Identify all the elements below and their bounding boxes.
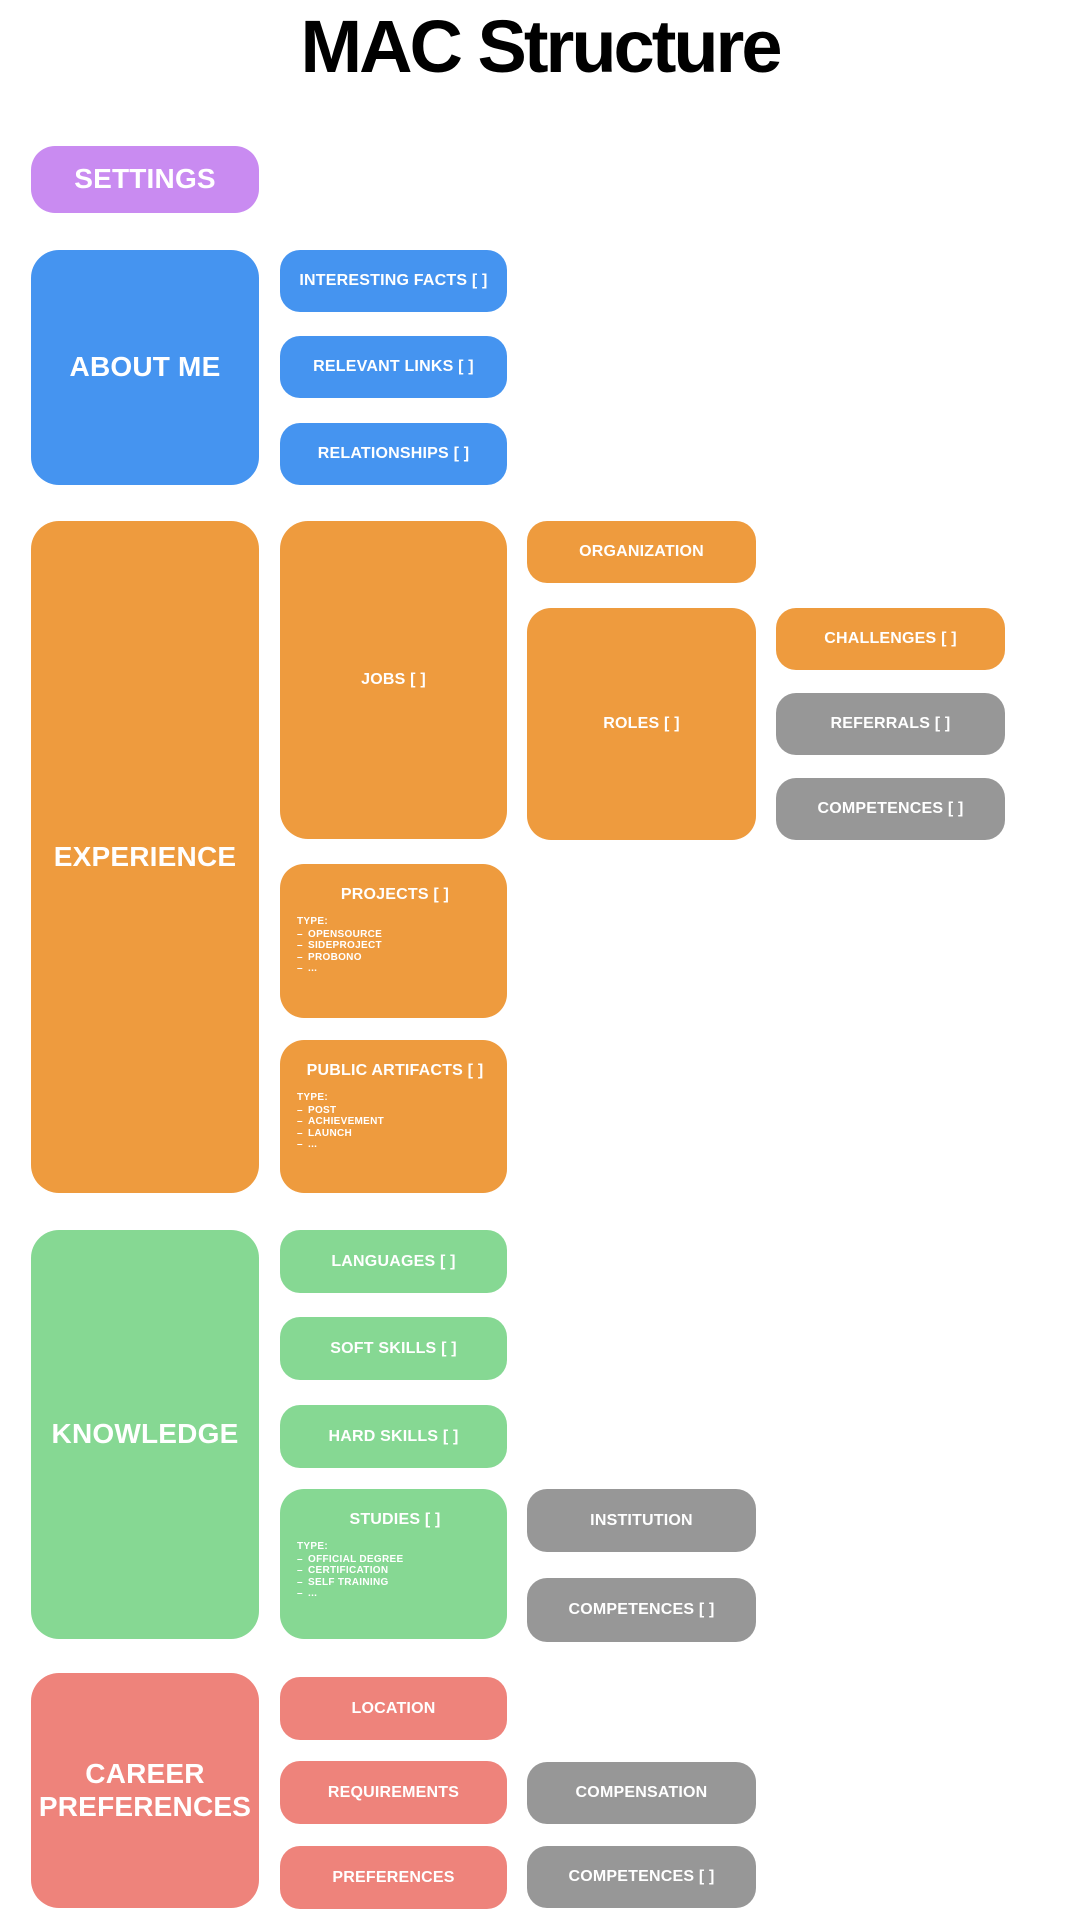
node-relevant-links-label: RELEVANT LINKS [ ] bbox=[313, 358, 474, 375]
dash-bullet: – bbox=[297, 928, 303, 940]
node-referrals-label: REFERRALS [ ] bbox=[830, 715, 951, 732]
node-competences-requirements-label: COMPETENCES [ ] bbox=[568, 1868, 715, 1885]
node-requirements[interactable]: REQUIREMENTS bbox=[280, 1761, 507, 1824]
node-interesting-facts-label: INTERESTING FACTS [ ] bbox=[299, 272, 488, 289]
node-compensation-label: COMPENSATION bbox=[575, 1784, 708, 1801]
node-about-me[interactable]: ABOUT ME bbox=[31, 250, 259, 485]
node-projects-label: PROJECTS [ ] bbox=[340, 886, 450, 903]
projects-type-list: TYPE: –OPENSOURCE –SIDEPROJECT –PROBONO … bbox=[297, 916, 493, 975]
dash-bullet: – bbox=[297, 963, 303, 974]
node-career-preferences[interactable]: CAREER PREFERENCES bbox=[31, 1673, 259, 1908]
type-item: –... bbox=[297, 1139, 493, 1151]
node-settings[interactable]: SETTINGS bbox=[31, 146, 259, 213]
node-knowledge[interactable]: KNOWLEDGE bbox=[31, 1230, 259, 1639]
node-languages-label: LANGUAGES [ ] bbox=[331, 1252, 456, 1270]
node-organization-label: ORGANIZATION bbox=[579, 543, 704, 560]
type-item: –... bbox=[297, 963, 493, 975]
dash-bullet: – bbox=[297, 1104, 303, 1116]
node-jobs-label: JOBS [ ] bbox=[361, 671, 426, 688]
type-item-label: PROBONO bbox=[308, 951, 362, 963]
type-item: –OPENSOURCE bbox=[297, 929, 493, 941]
dash-bullet: – bbox=[297, 951, 303, 963]
node-relevant-links[interactable]: RELEVANT LINKS [ ] bbox=[280, 336, 507, 398]
type-item-label: LAUNCH bbox=[308, 1127, 353, 1139]
node-institution[interactable]: INSTITUTION bbox=[527, 1489, 756, 1552]
type-item: –PROBONO bbox=[297, 952, 493, 964]
page-title: MAC Structure bbox=[300, 5, 782, 88]
type-item-label: ACHIEVEMENT bbox=[308, 1116, 385, 1127]
node-competences-studies-label: COMPETENCES [ ] bbox=[568, 1601, 715, 1618]
type-item-label: ... bbox=[308, 963, 318, 974]
dash-bullet: – bbox=[297, 1565, 303, 1576]
type-item-label: OPENSOURCE bbox=[308, 928, 383, 940]
type-item-label: SELF TRAINING bbox=[308, 1576, 389, 1588]
node-challenges-label: CHALLENGES [ ] bbox=[824, 630, 957, 647]
node-experience-label: EXPERIENCE bbox=[53, 840, 237, 872]
public-artifacts-type-list: TYPE: –POST –ACHIEVEMENT –LAUNCH –... bbox=[297, 1092, 493, 1151]
dash-bullet: – bbox=[297, 1116, 303, 1127]
node-preferences-label: PREFERENCES bbox=[332, 1868, 455, 1886]
type-item-label: SIDEPROJECT bbox=[308, 940, 382, 951]
type-heading: TYPE: bbox=[297, 916, 328, 927]
node-compensation[interactable]: COMPENSATION bbox=[527, 1762, 756, 1824]
dash-bullet: – bbox=[297, 1553, 303, 1565]
node-about-me-label: ABOUT ME bbox=[69, 351, 221, 383]
node-career-preferences-label: CAREER PREFERENCES bbox=[38, 1758, 252, 1822]
node-challenges[interactable]: CHALLENGES [ ] bbox=[776, 608, 1005, 670]
type-heading: TYPE: bbox=[297, 1541, 328, 1552]
node-relationships[interactable]: RELATIONSHIPS [ ] bbox=[280, 423, 507, 485]
type-item: –ACHIEVEMENT bbox=[297, 1116, 493, 1128]
dash-bullet: – bbox=[297, 940, 303, 951]
type-item: –OFFICIAL DEGREE bbox=[297, 1554, 493, 1566]
node-projects[interactable]: PROJECTS [ ] TYPE: –OPENSOURCE –SIDEPROJ… bbox=[280, 864, 507, 1018]
dash-bullet: – bbox=[297, 1139, 303, 1150]
node-public-artifacts-label: PUBLIC ARTIFACTS [ ] bbox=[306, 1062, 484, 1079]
studies-type-list: TYPE: –OFFICIAL DEGREE –CERTIFICATION –S… bbox=[297, 1541, 493, 1600]
type-item: –POST bbox=[297, 1105, 493, 1117]
node-competences-requirements[interactable]: COMPETENCES [ ] bbox=[527, 1846, 756, 1908]
type-item: –... bbox=[297, 1588, 493, 1600]
node-relationships-label: RELATIONSHIPS [ ] bbox=[317, 445, 470, 462]
node-competences-studies[interactable]: COMPETENCES [ ] bbox=[527, 1578, 756, 1642]
dash-bullet: – bbox=[297, 1588, 303, 1599]
node-location-label: LOCATION bbox=[351, 1699, 436, 1717]
node-organization[interactable]: ORGANIZATION bbox=[527, 521, 756, 583]
node-competences-roles-label: COMPETENCES [ ] bbox=[817, 800, 964, 817]
node-jobs[interactable]: JOBS [ ] bbox=[280, 521, 507, 839]
node-hard-skills-label: HARD SKILLS [ ] bbox=[328, 1427, 459, 1445]
node-preferences[interactable]: PREFERENCES bbox=[280, 1846, 507, 1909]
type-item: –LAUNCH bbox=[297, 1128, 493, 1140]
node-requirements-label: REQUIREMENTS bbox=[327, 1783, 460, 1801]
node-interesting-facts[interactable]: INTERESTING FACTS [ ] bbox=[280, 250, 507, 312]
type-item-label: ... bbox=[308, 1588, 318, 1599]
type-heading: TYPE: bbox=[297, 1092, 328, 1103]
node-competences-roles[interactable]: COMPETENCES [ ] bbox=[776, 778, 1005, 840]
type-item: –CERTIFICATION bbox=[297, 1565, 493, 1577]
node-soft-skills[interactable]: SOFT SKILLS [ ] bbox=[280, 1317, 507, 1380]
node-soft-skills-label: SOFT SKILLS [ ] bbox=[330, 1339, 457, 1357]
node-studies-label: STUDIES [ ] bbox=[349, 1511, 441, 1528]
node-knowledge-label: KNOWLEDGE bbox=[51, 1418, 239, 1450]
type-item-label: POST bbox=[308, 1104, 337, 1116]
node-location[interactable]: LOCATION bbox=[280, 1677, 507, 1740]
node-hard-skills[interactable]: HARD SKILLS [ ] bbox=[280, 1405, 507, 1468]
node-referrals[interactable]: REFERRALS [ ] bbox=[776, 693, 1005, 755]
type-item-label: CERTIFICATION bbox=[308, 1565, 389, 1576]
node-languages[interactable]: LANGUAGES [ ] bbox=[280, 1230, 507, 1293]
type-item: –SIDEPROJECT bbox=[297, 940, 493, 952]
node-experience[interactable]: EXPERIENCE bbox=[31, 521, 259, 1193]
node-public-artifacts[interactable]: PUBLIC ARTIFACTS [ ] TYPE: –POST –ACHIEV… bbox=[280, 1040, 507, 1193]
dash-bullet: – bbox=[297, 1127, 303, 1139]
node-studies[interactable]: STUDIES [ ] TYPE: –OFFICIAL DEGREE –CERT… bbox=[280, 1489, 507, 1639]
node-roles-label: ROLES [ ] bbox=[603, 715, 680, 732]
dash-bullet: – bbox=[297, 1576, 303, 1588]
node-settings-label: SETTINGS bbox=[74, 163, 216, 195]
type-item-label: OFFICIAL DEGREE bbox=[308, 1553, 404, 1565]
node-roles[interactable]: ROLES [ ] bbox=[527, 608, 756, 840]
type-item: –SELF TRAINING bbox=[297, 1577, 493, 1589]
node-institution-label: INSTITUTION bbox=[590, 1511, 693, 1529]
type-item-label: ... bbox=[308, 1139, 318, 1150]
